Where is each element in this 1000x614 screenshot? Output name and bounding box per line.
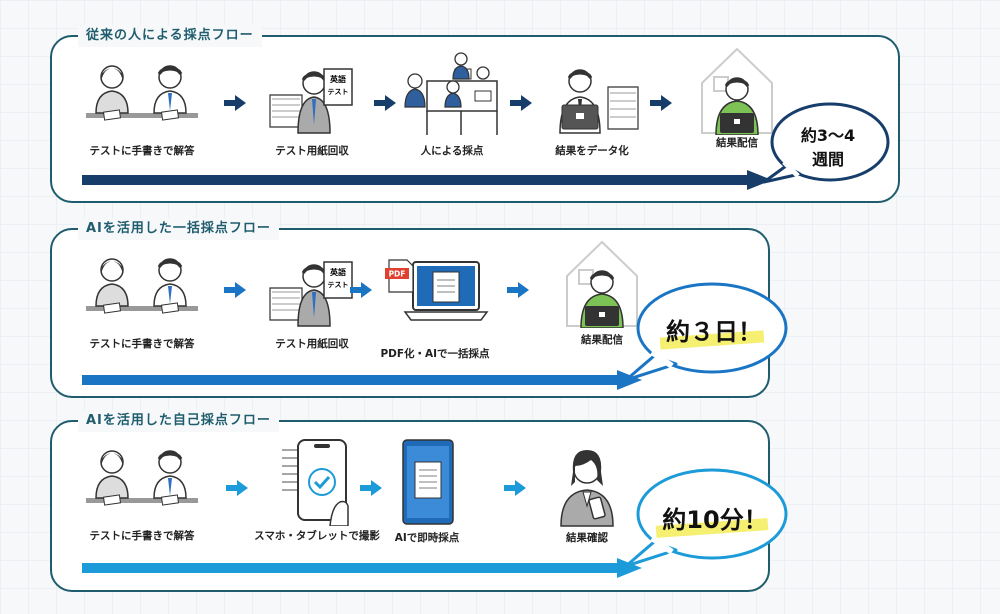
collect-papers-icon: 英語 テスト bbox=[269, 68, 353, 134]
sign-text: 英語 bbox=[329, 267, 346, 277]
sign-text: テスト bbox=[328, 88, 349, 96]
sign-text: テスト bbox=[328, 281, 349, 289]
step-students-writing: テストに手書きで解答 bbox=[77, 440, 207, 543]
step-label: AIで即時採点 bbox=[394, 532, 460, 544]
students-writing-icon bbox=[86, 258, 198, 314]
step-arrow-icon bbox=[224, 282, 246, 298]
section-title: AIを活用した一括採点フロー bbox=[78, 218, 279, 240]
step-arrow-icon bbox=[224, 95, 246, 111]
student-check-icon bbox=[560, 450, 614, 527]
data-entry-icon bbox=[559, 69, 639, 134]
result-bubble bbox=[624, 468, 788, 568]
step-arrow-icon bbox=[360, 480, 382, 496]
flow-arrow-traditional bbox=[82, 170, 772, 190]
collect-papers-icon: 英語 テスト bbox=[269, 261, 353, 327]
step-label: 結果配信 bbox=[581, 334, 623, 346]
step-ai-instant-grading: AIで即時採点 bbox=[362, 436, 492, 545]
step-label: 結果配信 bbox=[716, 137, 758, 149]
result-duration: 約３日！ bbox=[666, 318, 762, 346]
step-people-grading: 人による採点 bbox=[387, 51, 517, 158]
step-students-writing: テストに手書きで解答 bbox=[77, 248, 207, 351]
step-arrow-icon bbox=[226, 480, 248, 496]
people-grading-icon bbox=[404, 52, 498, 135]
step-arrow-icon bbox=[507, 282, 529, 298]
step-result-check: 結果確認 bbox=[522, 436, 652, 545]
result-duration: 約10分！ bbox=[662, 506, 768, 534]
step-pdf-ai-grading: PDF PDF化・AIで一括採点 bbox=[370, 252, 500, 361]
step-collect-papers: 英語 テスト テスト用紙回収 bbox=[247, 248, 377, 351]
result-delivery-icon bbox=[701, 47, 773, 135]
step-arrow-icon bbox=[374, 95, 396, 111]
step-data-entry: 結果をデータ化 bbox=[527, 55, 657, 158]
tablet-grading-icon bbox=[402, 439, 454, 525]
result-bubble bbox=[762, 102, 890, 184]
step-arrow-icon bbox=[350, 282, 372, 298]
step-label: PDF化・AIで一括採点 bbox=[380, 348, 490, 360]
phone-photo-icon bbox=[282, 439, 349, 526]
step-label: テスト用紙回収 bbox=[275, 145, 349, 157]
step-students-writing: テストに手書きで解答 bbox=[77, 55, 207, 158]
result-duration: 週間 bbox=[811, 150, 844, 169]
result-duration: 約3～4 bbox=[800, 126, 856, 145]
step-label: 結果をデータ化 bbox=[555, 145, 629, 157]
flow-arrow-ai-self bbox=[82, 558, 642, 578]
step-arrow-icon bbox=[650, 95, 672, 111]
step-result-delivery: 結果配信 bbox=[672, 43, 802, 150]
students-writing-icon bbox=[86, 65, 198, 121]
step-label: 結果確認 bbox=[566, 532, 608, 544]
section-title: 従来の人による採点フロー bbox=[78, 25, 262, 47]
step-label: テストに手書きで解答 bbox=[89, 530, 195, 542]
result-delivery-icon bbox=[566, 240, 638, 328]
flow-arrow-ai-batch bbox=[82, 370, 642, 390]
step-result-delivery: 結果配信 bbox=[537, 236, 667, 347]
step-label: テスト用紙回収 bbox=[275, 338, 349, 350]
students-writing-icon bbox=[86, 450, 198, 506]
result-bubble bbox=[624, 282, 788, 382]
pdf-laptop-icon: PDF bbox=[385, 259, 489, 321]
step-label: 人による採点 bbox=[420, 145, 484, 157]
step-label: テストに手書きで解答 bbox=[89, 338, 195, 350]
section-title: AIを活用した自己採点フロー bbox=[78, 410, 279, 432]
step-arrow-icon bbox=[510, 95, 532, 111]
sign-text: 英語 bbox=[329, 74, 346, 84]
step-arrow-icon bbox=[504, 480, 526, 496]
pdf-badge-text: PDF bbox=[389, 270, 406, 279]
step-label: スマホ・タブレットで撮影 bbox=[254, 530, 380, 542]
step-label: テストに手書きで解答 bbox=[89, 145, 195, 157]
step-phone-photo: スマホ・タブレットで撮影 bbox=[252, 434, 382, 543]
step-collect-papers: 英語 テスト テスト用紙回収 bbox=[247, 55, 377, 158]
